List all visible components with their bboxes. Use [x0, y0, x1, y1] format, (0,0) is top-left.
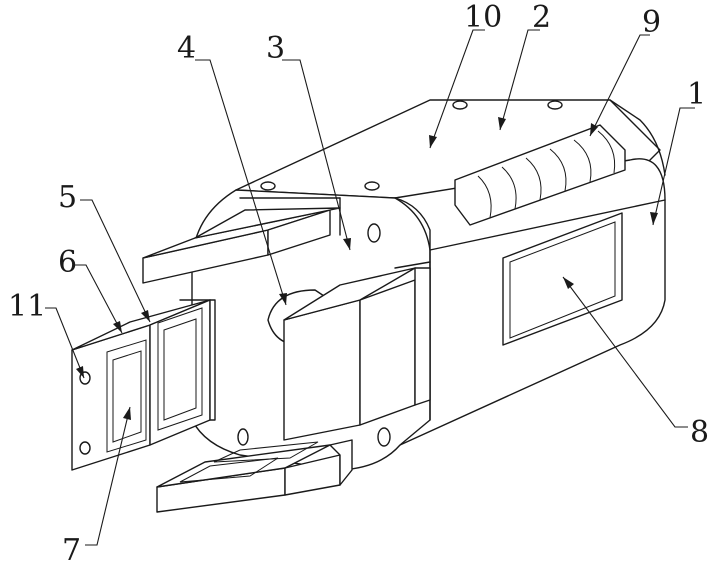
label-3: 3 — [266, 31, 285, 66]
label-7: 7 — [62, 533, 81, 568]
label-6: 6 — [58, 245, 77, 280]
label-4: 4 — [177, 31, 196, 66]
label-2: 2 — [532, 0, 551, 35]
label-8: 8 — [690, 415, 709, 450]
label-10: 10 — [464, 0, 502, 35]
label-1: 1 — [687, 77, 706, 112]
label-11: 11 — [8, 289, 46, 324]
label-5: 5 — [58, 180, 77, 215]
front-plate — [72, 300, 215, 470]
label-9: 9 — [642, 5, 661, 40]
